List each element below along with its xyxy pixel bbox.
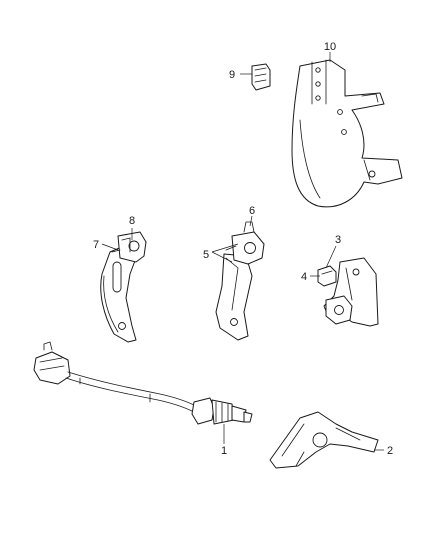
callout-1: 1	[221, 445, 227, 457]
callout-9: 9	[229, 69, 235, 81]
leader-lines	[101, 52, 384, 451]
callout-4: 4	[301, 271, 307, 283]
part-6-clamp	[225, 221, 265, 265]
callout-labels: 10 9 8 7 6 5 3 4 1 2	[93, 41, 393, 457]
part-8-clamp	[111, 231, 147, 263]
part-3-bracket	[323, 257, 379, 327]
callout-2: 2	[387, 445, 393, 457]
callout-5: 5	[203, 249, 209, 261]
part-5-bracket	[215, 253, 253, 341]
callout-8: 8	[129, 215, 135, 227]
part-9-clip	[251, 63, 271, 91]
callout-3: 3	[335, 234, 341, 246]
part-7-bracket	[100, 245, 137, 343]
callout-10: 10	[324, 41, 336, 53]
part-2-bracket	[269, 411, 379, 469]
callout-7: 7	[93, 239, 99, 251]
part-4-clip	[317, 265, 337, 287]
part-10-heat-shield	[291, 59, 403, 208]
callout-6: 6	[249, 205, 255, 217]
part-1-oxygen-sensor	[33, 341, 253, 425]
